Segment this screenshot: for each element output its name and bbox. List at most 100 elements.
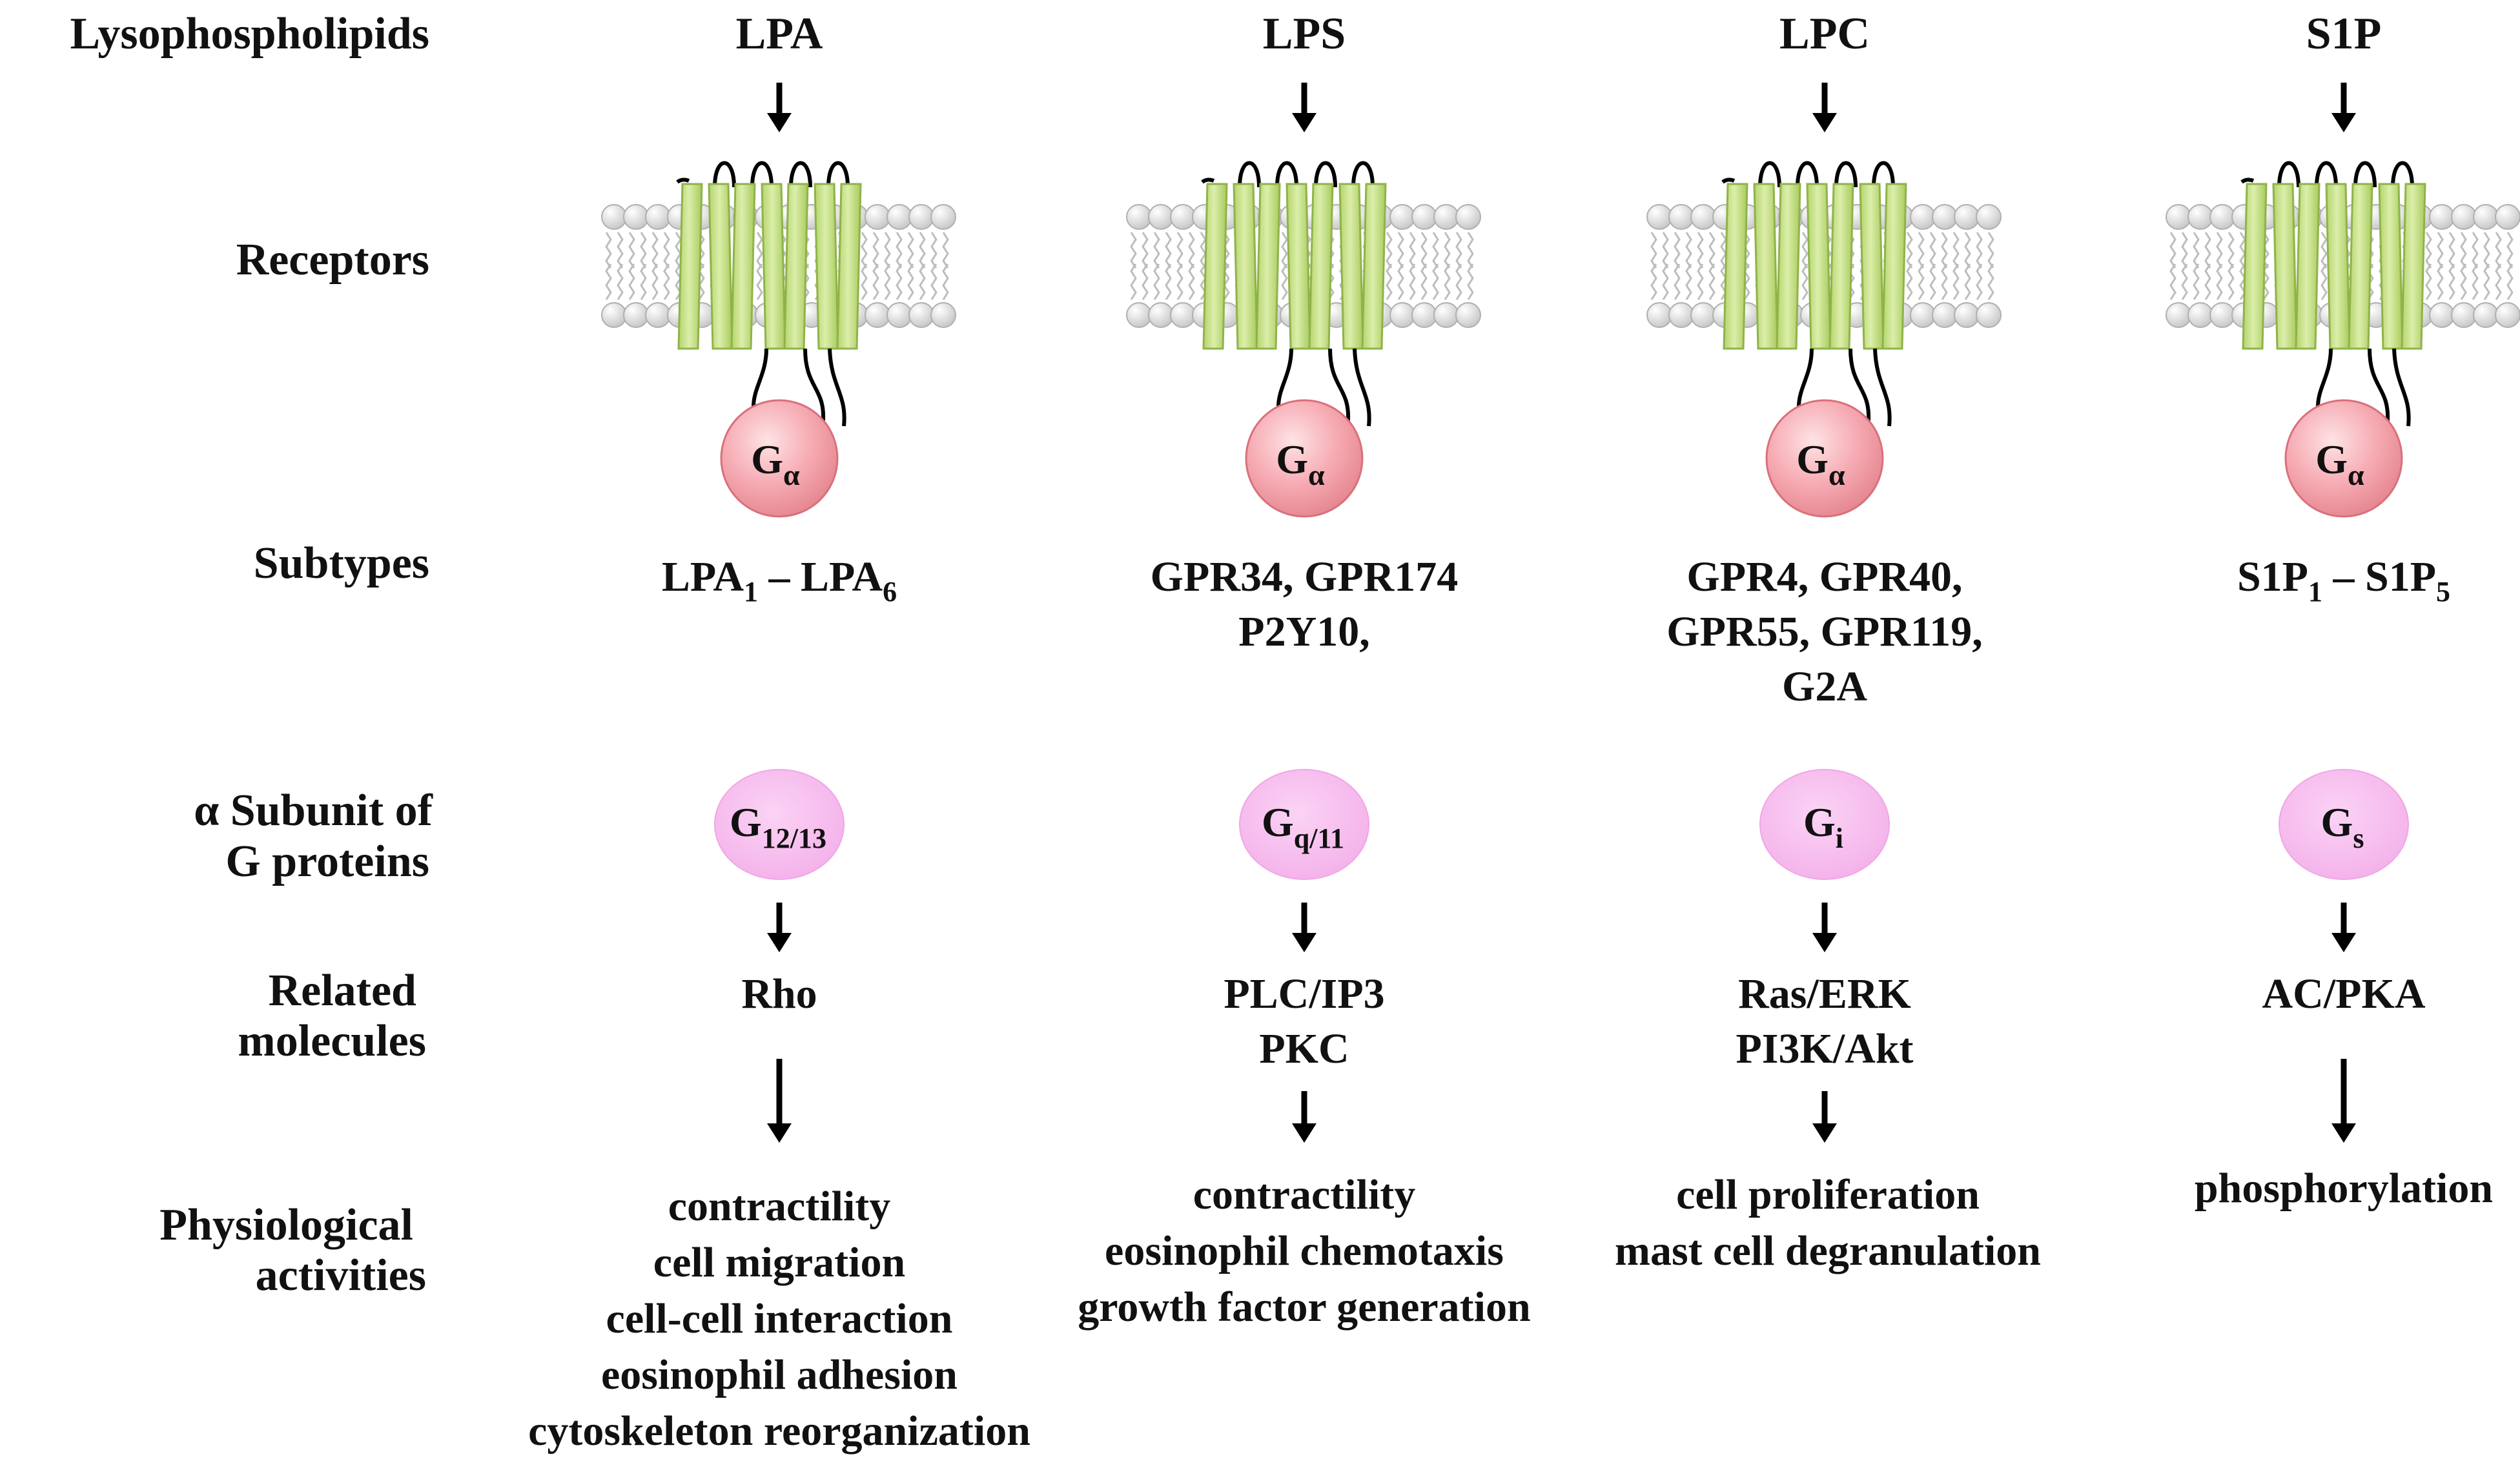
lipid-head xyxy=(645,204,671,230)
lipid-tail xyxy=(1662,232,1669,269)
g-alpha-label: Gα xyxy=(1276,436,1325,491)
subtype-subscript: 5 xyxy=(2436,576,2450,608)
lipid-tail xyxy=(1685,263,1692,300)
helix xyxy=(1361,183,1387,350)
g-alpha-label-main: G xyxy=(1796,436,1829,482)
lipid-head xyxy=(601,204,627,230)
physiological-activity: cytoskeleton reorganization xyxy=(528,1407,1030,1455)
g-alpha-ball: Gα xyxy=(1765,399,1884,518)
lipid-tail xyxy=(2320,263,2328,300)
lipid-tail xyxy=(2181,263,2188,300)
lipid-tail xyxy=(896,263,903,300)
lipid-tail xyxy=(884,263,891,300)
lipid-head xyxy=(1690,204,1716,230)
lipid-tail xyxy=(1720,232,1727,269)
lipid-tail xyxy=(1987,263,1994,300)
lipid-tail xyxy=(1409,232,1416,269)
arrow-head xyxy=(767,113,792,132)
lipid-tail xyxy=(1467,232,1474,269)
down-arrow-icon xyxy=(1812,83,1837,132)
lipid-tail xyxy=(896,232,903,269)
lipid-tail xyxy=(1708,232,1716,269)
arrow-head xyxy=(1292,113,1316,132)
subtype-line: GPR55, GPR119, xyxy=(1666,608,1983,655)
g-alpha-label-main: G xyxy=(2315,436,2348,482)
row-label-lysophospholipids: Lysophospholipids xyxy=(70,9,429,59)
lipid-tail xyxy=(1918,263,1925,300)
physiological-activity: contractility xyxy=(668,1183,891,1230)
physiological-activity: cell proliferation xyxy=(1676,1171,1980,1218)
lipid-tail xyxy=(1420,263,1428,300)
lipid-tail xyxy=(930,232,937,269)
row-label-alpha-subunit-line2: G proteins xyxy=(225,837,429,886)
lipid-tail xyxy=(1153,263,1160,300)
lipid-tail xyxy=(942,232,949,269)
loop xyxy=(789,161,812,188)
loop xyxy=(1314,161,1337,188)
helix xyxy=(1753,183,1779,350)
lipid-tail xyxy=(756,263,763,300)
lipid-tail xyxy=(651,263,659,300)
lipid-tail xyxy=(2193,263,2200,300)
lipid-tail xyxy=(1976,263,1983,300)
lipid-tail xyxy=(1386,263,1393,300)
lipid-tail xyxy=(605,232,612,269)
related-molecule: AC/PKA xyxy=(2262,970,2426,1017)
row-label-related-molecules-line2: molecules xyxy=(238,1016,426,1066)
lipid-head xyxy=(1668,302,1694,328)
g-protein-badge: G12/13 xyxy=(714,769,845,880)
lipid-tail xyxy=(1455,232,1462,269)
lipid-tail xyxy=(640,263,647,300)
loop xyxy=(2315,161,2338,188)
n-terminus xyxy=(2240,178,2255,184)
lipid-tail xyxy=(2483,232,2490,269)
lipid-tail xyxy=(1467,263,1474,300)
g-protein-label-main: G xyxy=(2321,799,2353,845)
lipid-tail xyxy=(2472,263,2479,300)
row-label-receptors: Receptors xyxy=(236,235,429,285)
c-terminus xyxy=(2392,348,2411,427)
lipid-head xyxy=(2495,204,2520,230)
down-arrow-icon xyxy=(1812,1091,1837,1143)
g-alpha-label: Gα xyxy=(1796,436,1845,491)
lipid-tail xyxy=(919,232,926,269)
subtype-subscript: 1 xyxy=(2308,576,2322,608)
g-protein-label: Gq/11 xyxy=(1262,799,1344,854)
arrow-head xyxy=(1812,113,1837,132)
row-label-physiological-activities-line2: activities xyxy=(256,1251,426,1300)
lipid-tail xyxy=(2216,232,2223,269)
lipid-tail xyxy=(2425,232,2432,269)
g-protein-label-main: G xyxy=(1803,799,1836,845)
arrow-head xyxy=(1812,1123,1837,1143)
lipid-tail xyxy=(2204,263,2211,300)
lipid-tail xyxy=(1941,263,1948,300)
lipid-head xyxy=(1433,204,1459,230)
lipid-tail xyxy=(861,232,868,269)
lipid-tail xyxy=(919,263,926,300)
lipid-tail xyxy=(2228,232,2235,269)
loop xyxy=(2316,348,2333,407)
lipid-tail xyxy=(1952,232,1960,269)
lipid-tail xyxy=(1176,232,1183,269)
subtype-text: GPR55, GPR119, xyxy=(1666,608,1983,655)
g-protein-label: Gs xyxy=(2321,799,2364,854)
lipid-head xyxy=(1954,204,1980,230)
subtype-text: LPA xyxy=(662,553,744,600)
receptor-membrane-icon: Gα xyxy=(1646,161,2002,518)
transmembrane-helices xyxy=(1202,183,1387,350)
lipid-tail xyxy=(2448,263,2455,300)
subtype-text: P2Y10, xyxy=(1238,608,1369,655)
loop xyxy=(826,161,850,188)
lipid-tail xyxy=(1662,263,1669,300)
helix xyxy=(814,183,839,350)
lipid-tail xyxy=(1188,232,1195,269)
helix xyxy=(2242,183,2268,350)
g-protein-label-subscript: s xyxy=(2353,823,2364,854)
lipid-tail xyxy=(1674,263,1681,300)
lipid-tail xyxy=(1697,263,1704,300)
ligand-label: LPC xyxy=(1779,9,1870,59)
down-arrow-icon xyxy=(2331,1059,2356,1143)
lipid-head xyxy=(1668,204,1694,230)
